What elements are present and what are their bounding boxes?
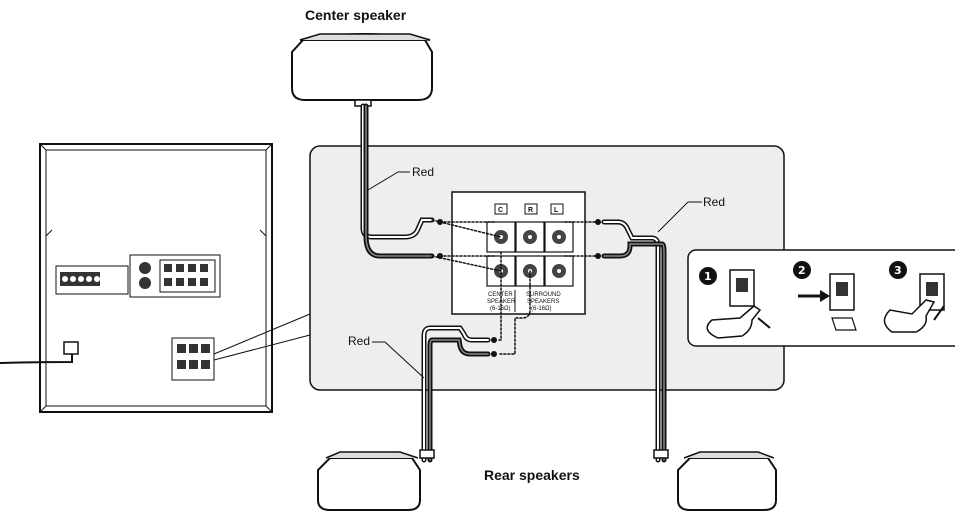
rear-speakers-label: Rear speakers: [484, 467, 580, 483]
red-label-center: Red: [412, 165, 434, 179]
red-label-right: Red: [703, 195, 725, 209]
center-speaker: [291, 33, 433, 107]
red-callout-left: Red: [348, 334, 425, 379]
step-2-badge: [793, 261, 811, 279]
speaker-terminal-block: C R L CENTER SPEAKER (6-16Ω) SURROUND SP…: [451, 191, 586, 315]
step-3-badge: [889, 261, 907, 279]
channel-label-c: C: [498, 207, 503, 214]
center-speaker-label: Center speaker: [305, 7, 407, 23]
surround-caption-1: SURROUND: [526, 292, 561, 298]
center-caption-1: CENTER: [488, 292, 513, 298]
connection-steps-panel: 1 2 3: [687, 249, 955, 347]
rear-speaker-right: [653, 449, 777, 511]
red-callout-center: Red: [367, 165, 434, 191]
zoom-callout-lines: [213, 313, 311, 361]
channel-label-l: L: [554, 207, 559, 214]
red-callout-right: Red: [657, 195, 725, 233]
surround-caption-2: SPEAKERS: [527, 299, 559, 305]
step-1-badge: [699, 267, 717, 285]
step-3-number: 3: [894, 264, 902, 277]
channel-label-r: R: [528, 207, 533, 214]
hand-icon: [706, 305, 762, 339]
red-label-left: Red: [348, 334, 370, 348]
step-2-number: 2: [798, 264, 806, 277]
hand-icon: [883, 299, 936, 333]
main-unit-rear-panel: [0, 143, 273, 413]
rear-speaker-left: [317, 449, 435, 511]
center-speaker-wire: [360, 103, 502, 272]
step-1-number: 1: [704, 270, 712, 283]
right-surround-wire: [564, 219, 667, 463]
left-surround-wire: [421, 251, 531, 463]
surround-caption-3: (6-16Ω): [531, 306, 552, 312]
